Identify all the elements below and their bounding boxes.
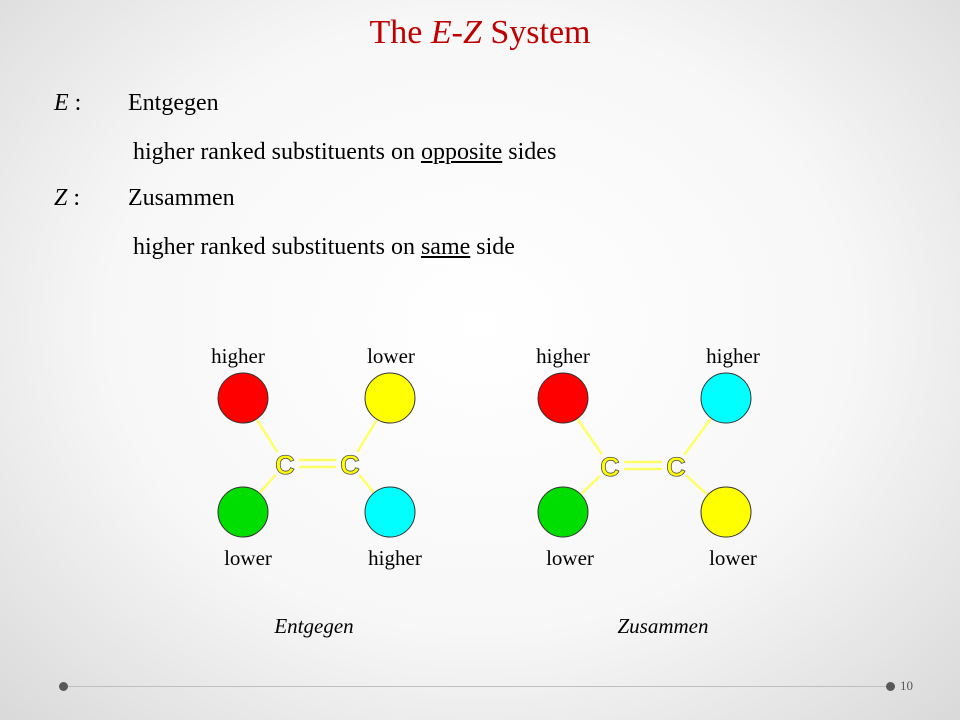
bond-top-right (356, 419, 378, 453)
bond-top-left (576, 418, 604, 456)
substituent-label-bottom-right: higher (368, 546, 422, 570)
substituent-bottom-right (700, 486, 752, 538)
term-letter-z: Z : (54, 185, 81, 211)
bond-bottom-left (580, 474, 601, 495)
substituent-label-top-left: higher (536, 344, 590, 368)
substituent-top-right (364, 372, 416, 424)
substituent-top-left (217, 372, 269, 424)
definition-z-text: higher ranked substituents on same side (133, 234, 515, 260)
molecule-caption: Entgegen (273, 614, 353, 638)
footer-line (68, 686, 886, 687)
substituent-top-left (537, 372, 589, 424)
bond-bottom-right (358, 473, 375, 493)
substituent-top-right (700, 372, 752, 424)
bond-top-right (683, 418, 712, 456)
substituent-label-bottom-left: lower (224, 546, 272, 570)
carbon-atom-1: C (275, 450, 295, 480)
term-word-z: Zusammen (128, 185, 235, 211)
definition-e-text: higher ranked substituents on opposite s… (133, 139, 557, 165)
molecule-caption: Zusammen (617, 614, 708, 638)
molecule-zusammen: higher higher lower lower C C Zusammen (536, 344, 760, 638)
bond-bottom-left (259, 473, 277, 494)
substituent-label-bottom-left: lower (546, 546, 594, 570)
substituent-bottom-left (217, 486, 269, 538)
substituent-bottom-left (537, 486, 589, 538)
substituent-label-top-left: higher (211, 344, 265, 368)
slide-title: The E-Z System (369, 14, 591, 51)
footer-dot-left (59, 682, 68, 691)
substituent-bottom-right (364, 486, 416, 538)
substituent-label-top-right: higher (706, 344, 760, 368)
slide-number: 10 (900, 678, 913, 693)
carbon-atom-1: C (600, 452, 620, 482)
bond-top-left (255, 419, 279, 453)
keyword-same: same (420, 234, 471, 260)
term-letter-e: E : (54, 90, 82, 116)
keyword-opposite: opposite (420, 139, 503, 165)
substituent-label-top-right: lower (367, 344, 415, 368)
term-word-e: Entgegen (128, 90, 219, 116)
substituent-label-bottom-right: lower (709, 546, 757, 570)
carbon-atom-2: C (666, 452, 686, 482)
carbon-atom-2: C (340, 450, 360, 480)
bond-bottom-right (685, 474, 708, 496)
footer-dot-right (886, 682, 895, 691)
